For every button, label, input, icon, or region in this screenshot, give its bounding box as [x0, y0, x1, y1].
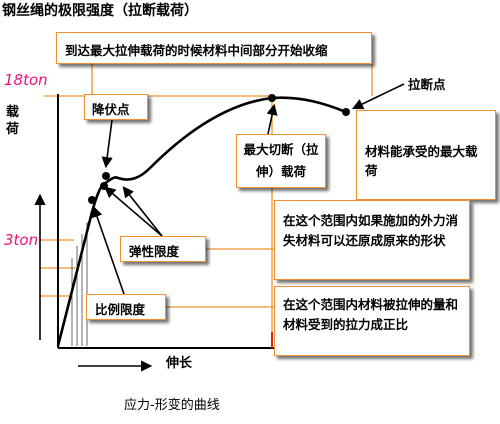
max-load-description: 材料能承受的最大载荷: [356, 110, 496, 200]
proportional-limit-description: 在这个范围内材料被拉伸的量和材料受到的拉力成正比: [274, 286, 470, 356]
elastic-limit-callout: 弹性限度: [120, 236, 206, 262]
elastic-arrow-1: [104, 186, 163, 237]
elastic-limit-description: 在这个范围内如果施加的外力消失材料可以还原成原来的形状: [274, 200, 470, 280]
proportional-arrow: [91, 205, 125, 295]
break-point-arrow: [351, 83, 405, 110]
figure-caption: 应力-形变的曲线: [124, 398, 220, 413]
yield-point-dot: [102, 172, 110, 180]
break-point-dot: [342, 108, 350, 116]
callout-arrows: [91, 83, 405, 295]
diagram-title: 钢丝绳的极限强度（拉断载荷）: [2, 3, 198, 19]
elastic-arrow-2: [122, 186, 163, 237]
max-load-arrow: [266, 103, 278, 135]
x-axis-label: 伸长: [166, 356, 193, 371]
max-load-callout: 最大切断（拉伸）载荷: [236, 134, 326, 188]
yield-arrow: [101, 119, 113, 169]
yield-point-callout: 降伏点: [84, 94, 148, 120]
max-load-point: [268, 94, 276, 102]
top-note-callout: 到达最大拉伸载荷的时候材料中间部分开始收缩: [56, 32, 372, 64]
proportional-limit-callout: 比例限度: [86, 294, 166, 320]
max-load-label: 18ton: [4, 71, 48, 89]
break-point-label: 拉断点: [408, 77, 446, 92]
y-axis-label: 载荷: [6, 105, 20, 137]
elastic-load-label: 3ton: [4, 231, 39, 249]
guide-lines: [40, 34, 373, 346]
elastic-limit-point: [88, 196, 96, 204]
